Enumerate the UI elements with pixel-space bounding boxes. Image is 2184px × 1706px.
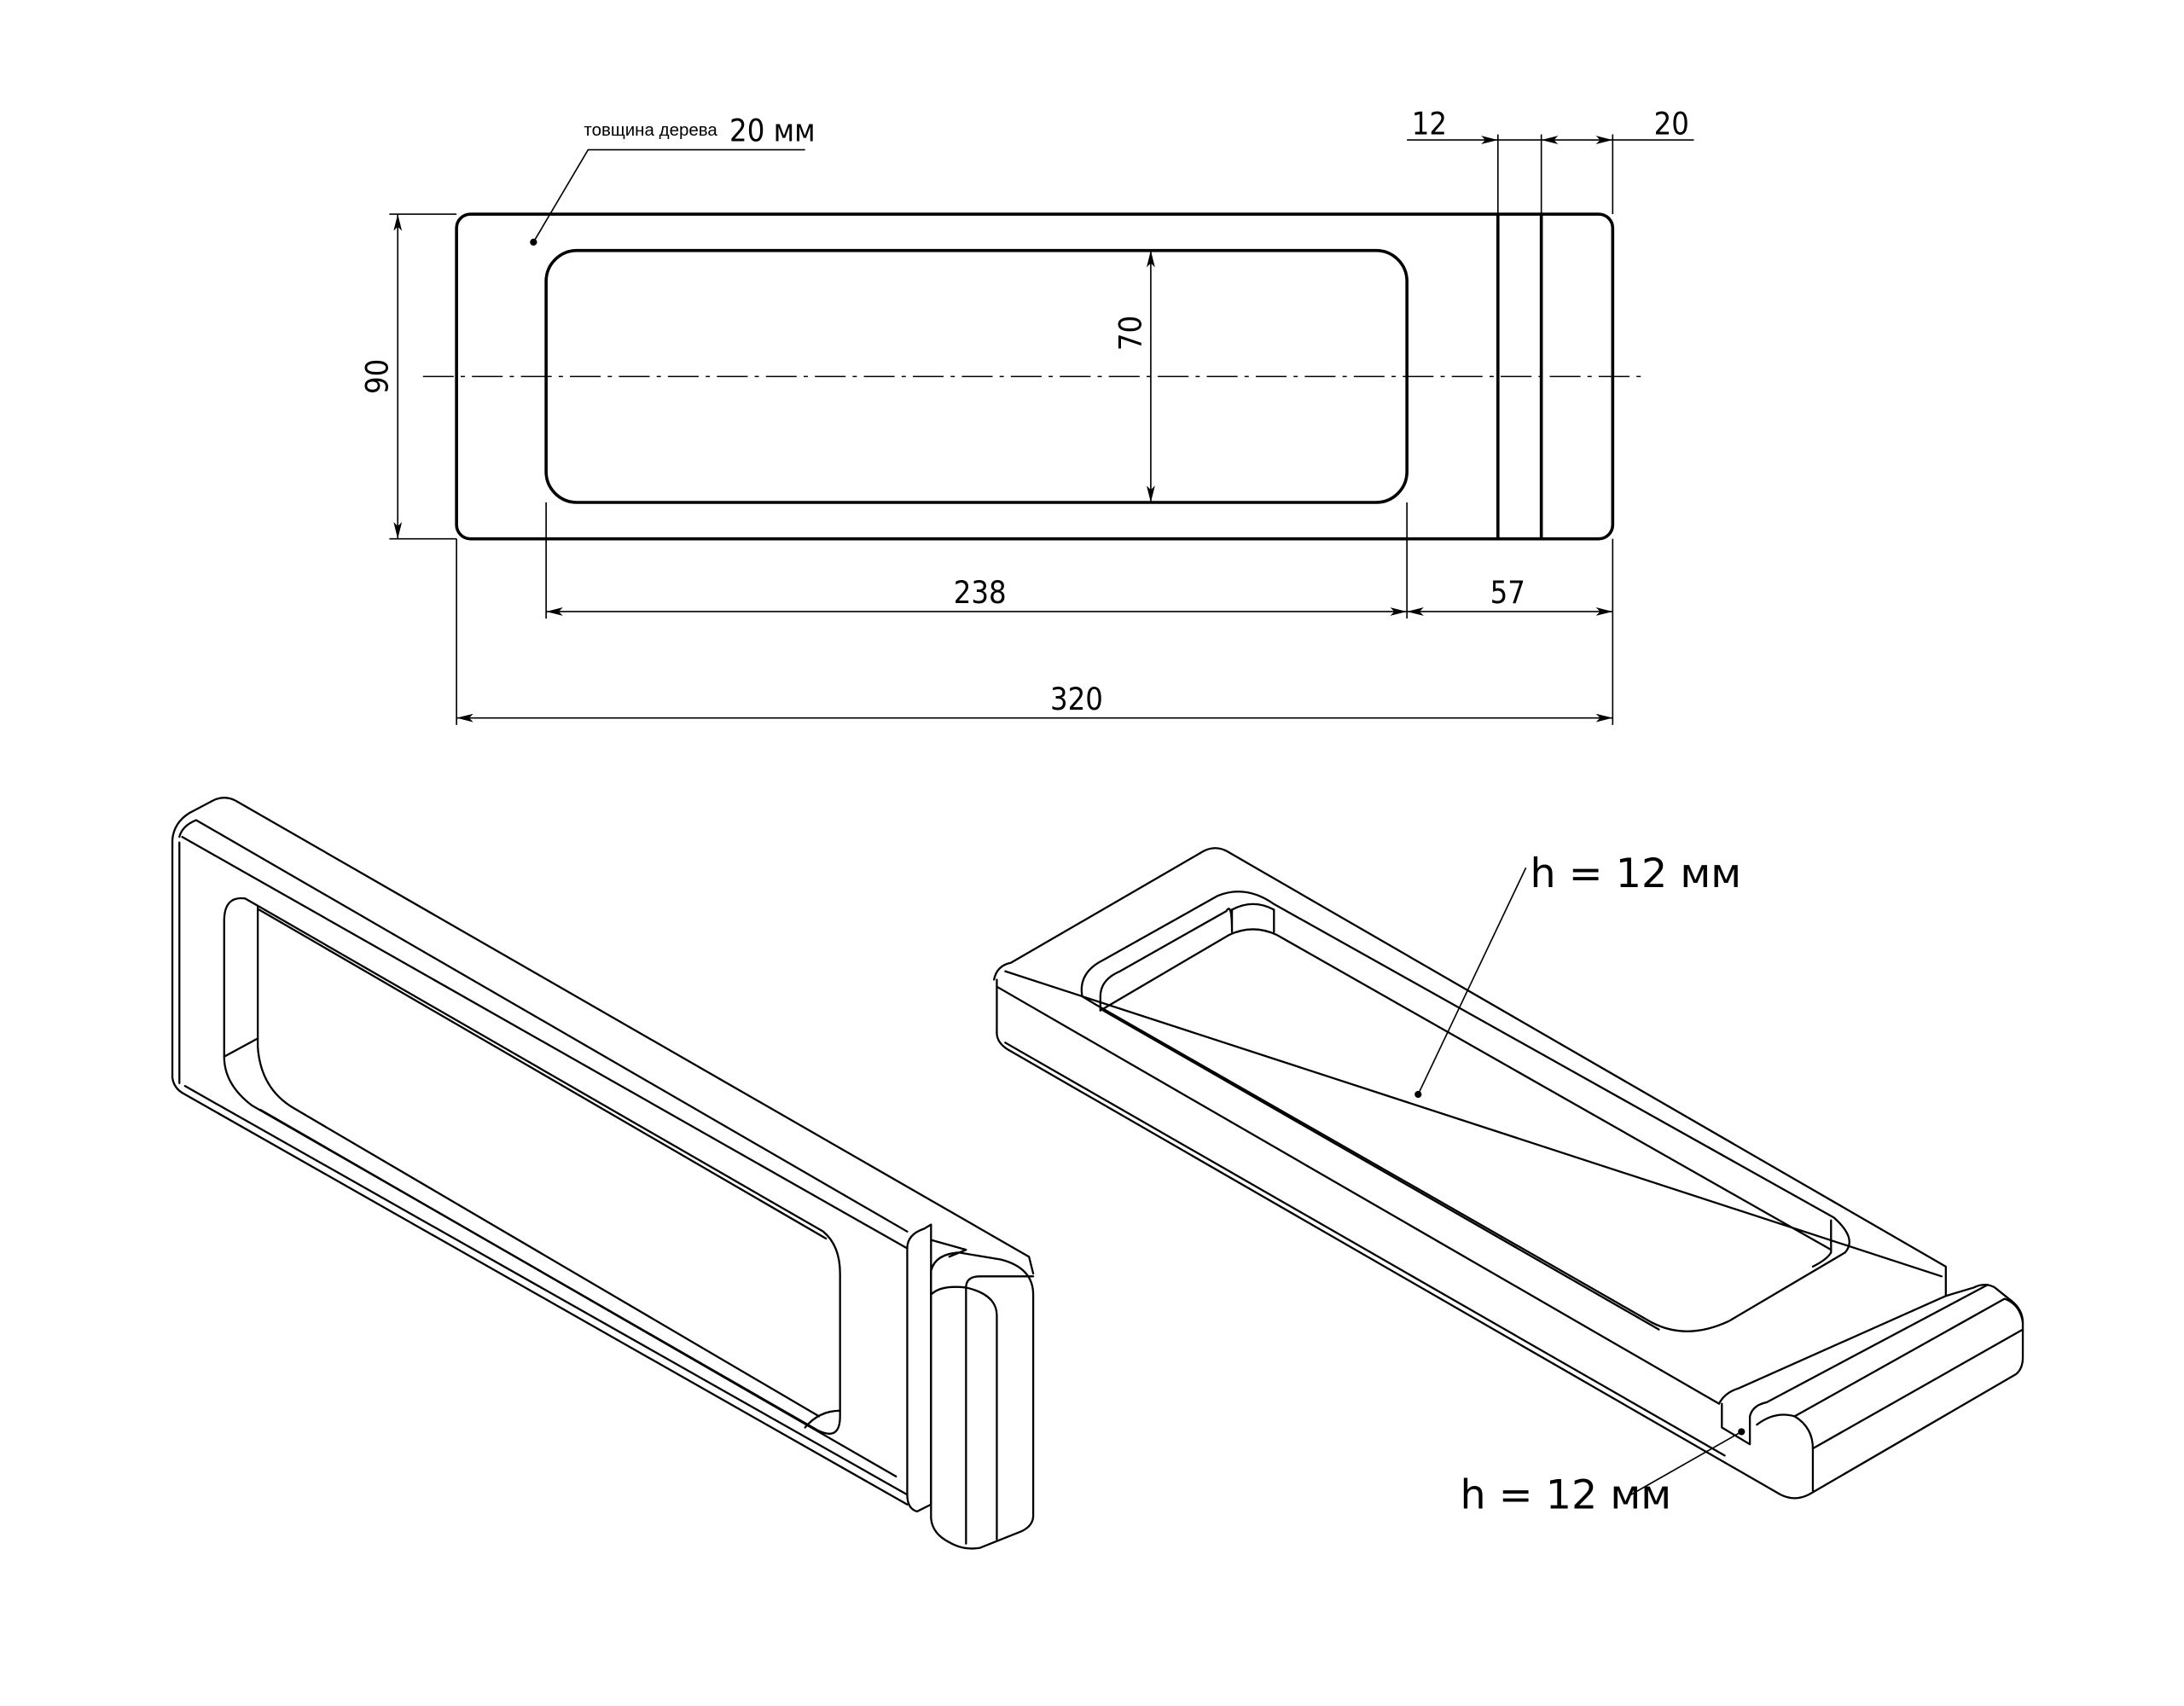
iso-view-lying xyxy=(993,847,2024,1500)
recess-depth-annotation: h = 12 мм xyxy=(1414,850,1742,1099)
top-view: товщина дерева 20 мм 90 70 238 57 320 12… xyxy=(360,107,1694,725)
material-note: товщина дерева xyxy=(584,120,717,140)
dim-height: 90 xyxy=(360,359,396,394)
dim-inner-length: 238 xyxy=(954,575,1007,611)
dim-end-length: 57 xyxy=(1490,575,1525,611)
material-value: 20 мм xyxy=(729,113,816,149)
slot-depth-label: h = 12 мм xyxy=(1461,1472,1672,1519)
dim-slot-width: 12 xyxy=(1412,107,1447,142)
dim-total-length: 320 xyxy=(1050,682,1103,717)
dim-inner-height: 70 xyxy=(1112,316,1148,351)
recess-depth-label: h = 12 мм xyxy=(1531,850,1742,897)
iso-view-standing xyxy=(171,797,1035,1550)
leader-line xyxy=(532,148,805,243)
leader-line xyxy=(1417,867,1527,1095)
dim-end-block: 20 xyxy=(1654,107,1689,142)
leader-dot xyxy=(530,238,537,246)
slot-depth-annotation: h = 12 мм xyxy=(1461,1428,1745,1519)
leader-line xyxy=(1630,1430,1742,1495)
